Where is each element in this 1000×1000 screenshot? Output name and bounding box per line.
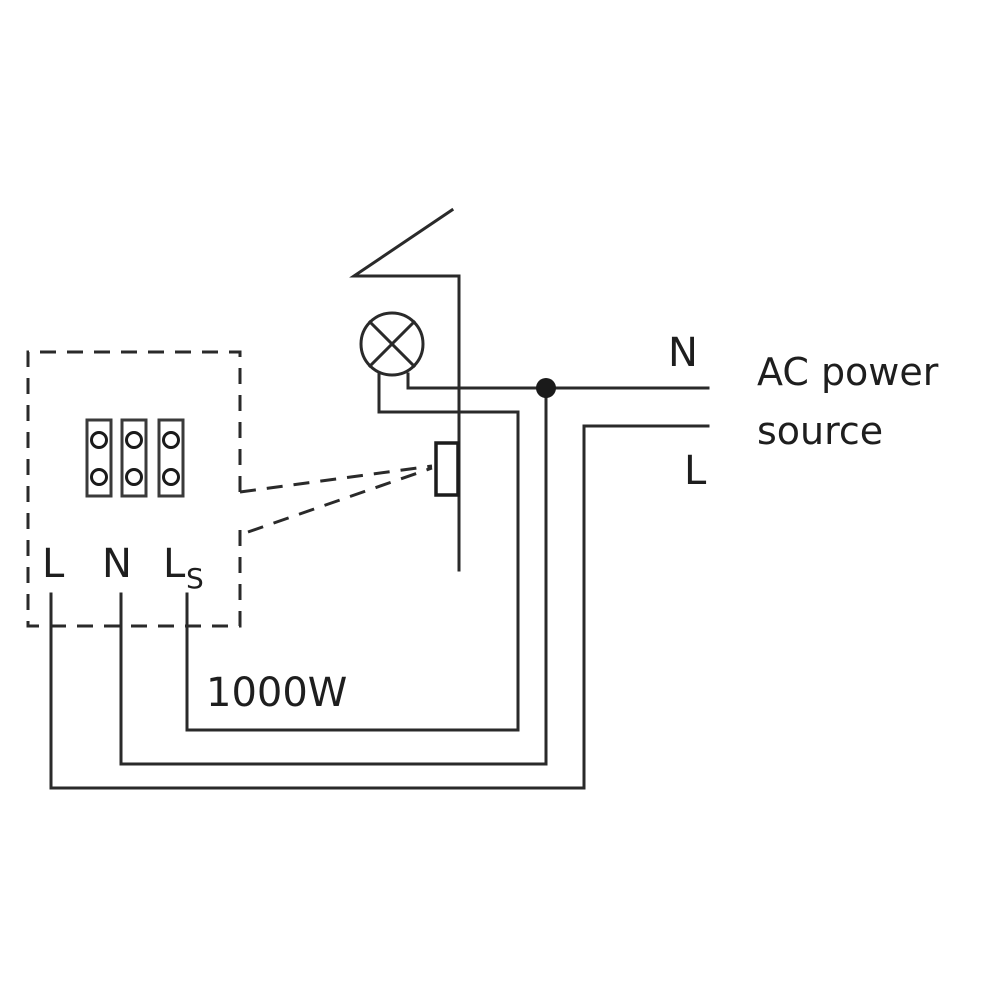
screw-hole <box>125 468 143 486</box>
lamp-circle <box>359 311 425 377</box>
device-enclosure <box>26 350 433 628</box>
junction-dot <box>536 378 556 398</box>
terminal-label-Ls: L <box>163 541 186 587</box>
wire-lamp-neutral <box>406 372 710 390</box>
screw-hole <box>162 468 180 486</box>
projection-line-lower <box>247 466 433 534</box>
wires <box>49 372 710 790</box>
mounting-bracket <box>349 207 461 572</box>
source-neutral-label: N <box>668 330 698 376</box>
source-live-label: L <box>684 448 707 494</box>
terminal-label-N: N <box>102 541 132 587</box>
wire-live <box>49 424 710 790</box>
terminal-label-L: L <box>42 541 65 587</box>
wire-switched-live <box>185 372 520 732</box>
projection-line-upper <box>239 464 433 494</box>
sensor-switch <box>349 207 461 572</box>
screw-hole <box>90 468 108 486</box>
power-source-label-line1: AC power <box>757 350 939 394</box>
power-source-label-line2: source <box>757 409 883 453</box>
lamp-symbol <box>359 311 425 377</box>
terminal-block <box>85 418 185 498</box>
enclosure-border <box>26 350 242 628</box>
terminal-label-Ls-subscript: S <box>186 562 204 595</box>
load-rating-label: 1000W <box>206 670 347 716</box>
lamp-cross <box>367 319 417 369</box>
wire-neutral <box>119 386 548 766</box>
screw-hole <box>90 431 108 449</box>
screw-hole <box>125 431 143 449</box>
sensor-box <box>434 441 460 497</box>
screw-hole <box>162 431 180 449</box>
